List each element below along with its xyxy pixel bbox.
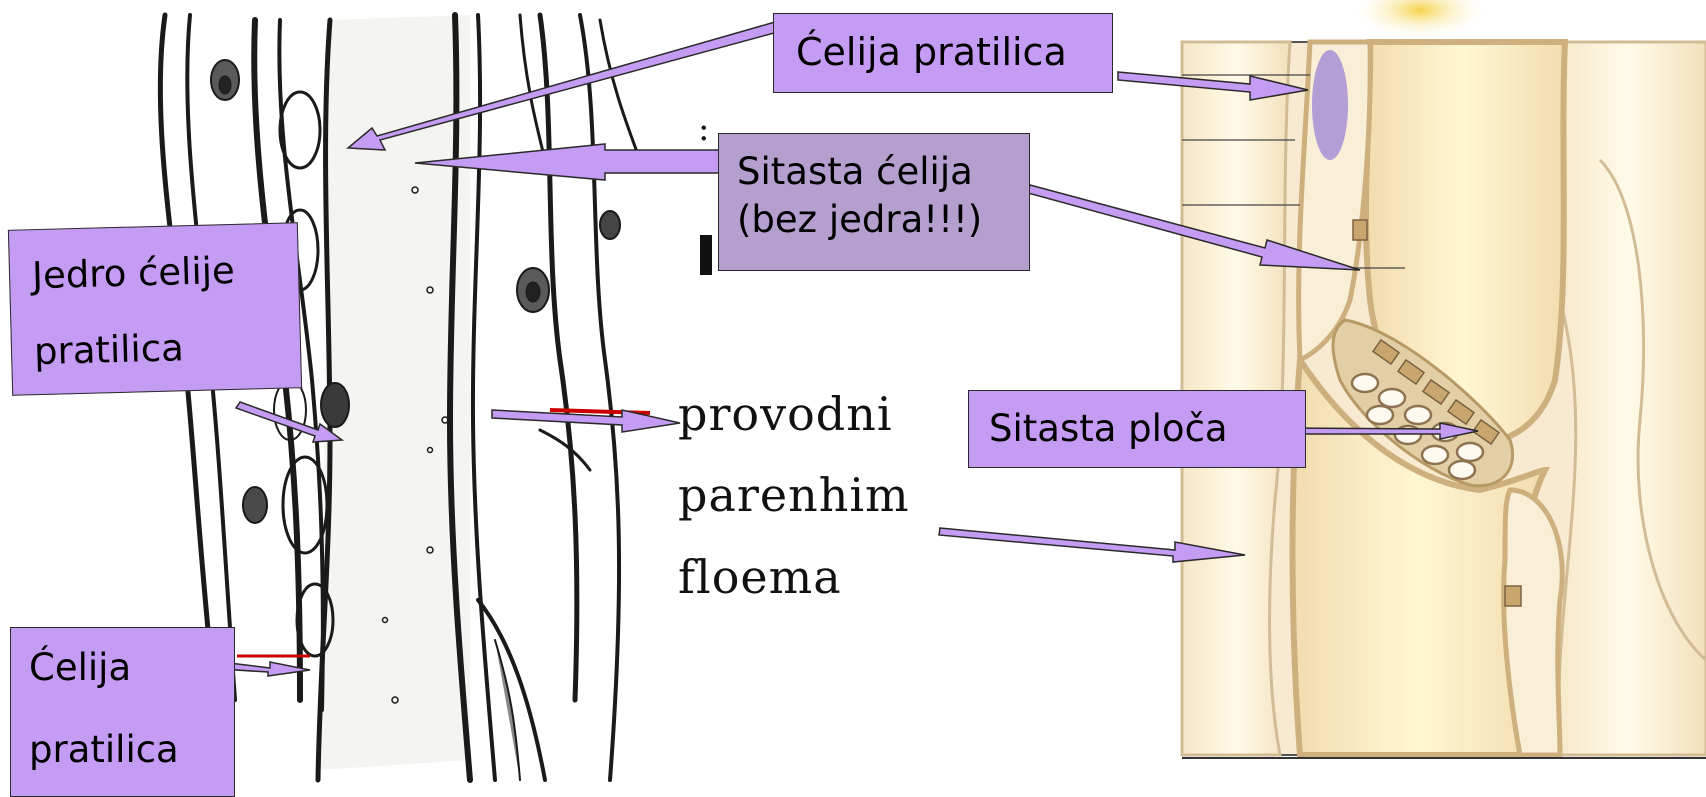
label-nucleus: Jedro ćelije pratilica (8, 222, 302, 396)
label-sieve-plate: Sitasta ploča (968, 390, 1306, 468)
fragment-text-1: : (698, 109, 709, 149)
companion-nucleus (1312, 50, 1348, 160)
glow-decoration (1350, 0, 1490, 40)
sieve-tube-illustration (1182, 0, 1706, 758)
label-companion-cell-top-text: Ćelija pratilica (796, 31, 1067, 73)
label-sieve-cell: Sitasta ćelija (bez jedra!!!) (718, 133, 1030, 271)
label-companion-cell-bottom-line2: pratilica (29, 728, 179, 772)
arrow-parenchyma-left (492, 410, 680, 432)
label-sieve-plate-text: Sitasta ploča (989, 407, 1228, 451)
label-nucleus-line2: pratilica (34, 326, 185, 374)
label-companion-cell-bottom: Ćelija pratilica (10, 627, 235, 797)
parenchyma-line2: parenhim (678, 466, 910, 524)
label-sieve-cell-line1: Sitasta ćelija (737, 150, 973, 194)
parenchyma-line1: provodni (678, 385, 893, 443)
parenchyma-line3: floema (678, 548, 842, 606)
label-nucleus-line1: Jedro ćelije (32, 249, 236, 298)
fragment-marks (700, 235, 712, 275)
label-companion-cell-top: Ćelija pratilica (773, 13, 1113, 93)
label-companion-cell-bottom-line1: Ćelija (29, 646, 131, 690)
label-sieve-cell-line2: (bez jedra!!!) (737, 198, 982, 242)
